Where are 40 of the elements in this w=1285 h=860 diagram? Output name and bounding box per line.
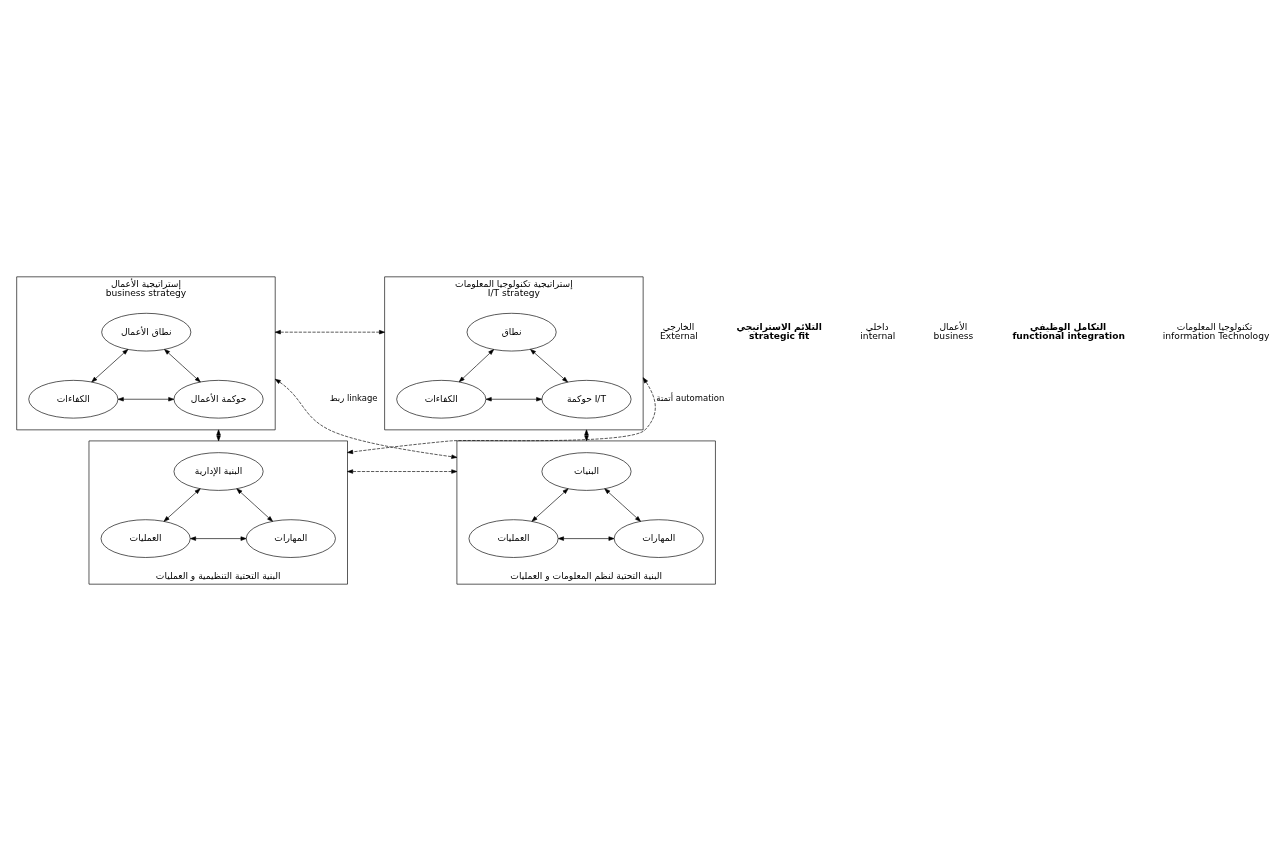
node-ellipse: البنيات xyxy=(541,451,632,491)
arrow xyxy=(530,348,568,382)
arrow xyxy=(485,396,543,401)
node-ellipse: المهارات xyxy=(245,518,336,558)
label: تكنولوجيا المعلومات xyxy=(1176,321,1253,332)
node-ellipse: حوكمة I/T xyxy=(541,379,632,418)
label: External xyxy=(660,330,698,341)
label: business xyxy=(933,330,974,341)
arrow xyxy=(274,329,385,334)
label: الخارجي xyxy=(662,321,695,332)
label: التكامل الوظيفي xyxy=(1029,321,1107,332)
arrow xyxy=(347,468,458,474)
arrow xyxy=(604,487,641,522)
arrow xyxy=(117,396,175,401)
arrow xyxy=(531,487,569,522)
label: الأعمال xyxy=(939,321,968,332)
node-ellipse: المهارات xyxy=(613,518,704,558)
arrow xyxy=(163,487,201,522)
arrow xyxy=(190,535,247,541)
arrow xyxy=(236,487,273,522)
label: داخلي xyxy=(865,321,889,332)
arrow xyxy=(347,376,656,454)
node-ellipse: الكفاءات xyxy=(396,379,487,418)
arrow xyxy=(274,378,458,459)
label: information Technology xyxy=(1162,330,1270,341)
arrow xyxy=(458,348,494,382)
label: internal xyxy=(860,330,896,341)
node-ellipse: نطاق xyxy=(466,312,557,351)
label: التلائم الاستراتيجي xyxy=(736,321,822,332)
edge-label: ربط linkage xyxy=(329,392,378,403)
node-ellipse: العمليات xyxy=(468,518,559,558)
arrow xyxy=(164,348,201,382)
arrow xyxy=(558,535,615,541)
edge-label: أتمتة automation xyxy=(656,392,725,403)
node-ellipse: البنية الإدارية xyxy=(173,451,264,491)
node-ellipse: العمليات xyxy=(100,518,191,558)
arrow xyxy=(91,348,129,382)
node-ellipse: الكفاءات xyxy=(28,379,119,418)
node-ellipse: حوكمة الأعمال xyxy=(173,379,264,418)
node-ellipse: نطاق الأعمال xyxy=(101,312,192,351)
